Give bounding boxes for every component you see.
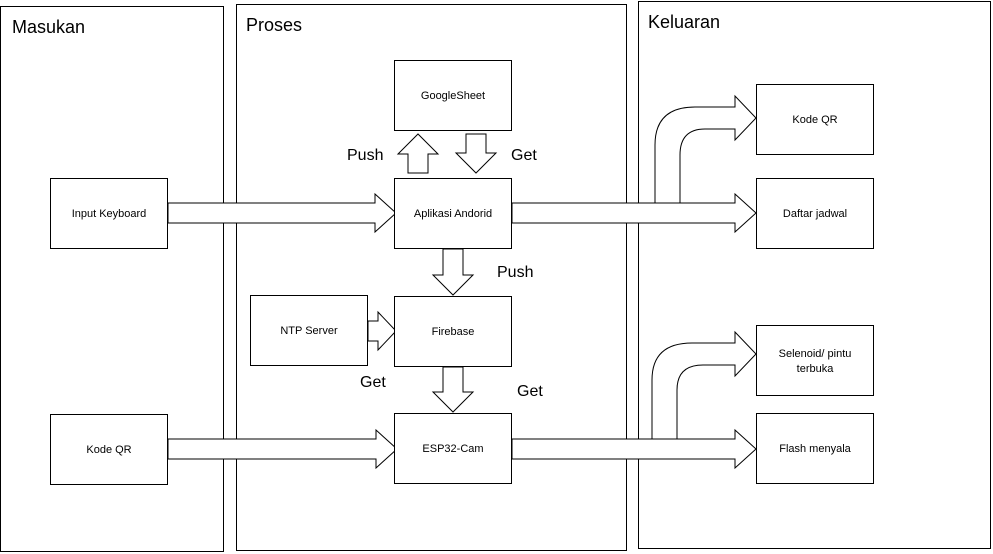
label-push-to-sheet: Push: [347, 147, 383, 164]
node-selenoid-label-line1: Selenoid/ pintu: [779, 348, 852, 360]
arrow-app-to-daftar: [511, 192, 757, 234]
node-googlesheet-label: GoogleSheet: [421, 90, 485, 102]
panel-process-title: Proses: [246, 15, 302, 35]
node-ntp-server-label: NTP Server: [280, 325, 338, 337]
node-daftar-jadwal: Daftar jadwal: [756, 178, 874, 249]
label-get-esp: Get: [517, 383, 543, 400]
arrow-get-down-to-esp: [431, 366, 475, 413]
node-aplikasi-android: Aplikasi Andorid: [394, 178, 512, 249]
panel-input-title: Masukan: [12, 17, 85, 37]
node-esp32-cam-label: ESP32-Cam: [422, 443, 483, 455]
node-daftar-jadwal-label: Daftar jadwal: [783, 208, 847, 220]
node-esp32-cam: ESP32-Cam: [394, 413, 512, 484]
label-get-from-sheet: Get: [511, 147, 537, 164]
node-kode-qr-input: Kode QR: [50, 414, 168, 485]
arrow-get-down-from-sheet: [454, 133, 498, 174]
node-flash-menyala: Flash menyala: [756, 413, 874, 484]
arrow-push-up-to-sheet: [396, 133, 440, 174]
node-kode-qr-output: Kode QR: [756, 84, 874, 155]
node-input-keyboard: Input Keyboard: [50, 178, 168, 249]
arrow-qr-to-esp: [167, 428, 398, 470]
label-get-ntp: Get: [360, 374, 386, 391]
node-aplikasi-android-label: Aplikasi Andorid: [414, 208, 492, 220]
node-flash-menyala-label: Flash menyala: [779, 443, 851, 455]
arrow-push-down-to-firebase: [431, 248, 475, 296]
node-kode-qr-output-label: Kode QR: [792, 114, 837, 126]
node-input-keyboard-label: Input Keyboard: [72, 208, 147, 220]
arrow-esp-to-flash: [511, 428, 757, 470]
node-selenoid-label-line2: terbuka: [797, 363, 835, 375]
node-ntp-server: NTP Server: [250, 295, 368, 366]
node-kode-qr-input-label: Kode QR: [86, 444, 131, 456]
panel-output-title: Keluaran: [648, 12, 720, 32]
node-selenoid: Selenoid/ pintu terbuka: [756, 325, 874, 396]
node-googlesheet: GoogleSheet: [394, 60, 512, 131]
label-push-to-firebase: Push: [497, 264, 533, 281]
arrow-keyboard-to-app: [167, 192, 397, 234]
node-firebase-label: Firebase: [432, 326, 475, 338]
arrow-ntp-to-firebase: [367, 310, 397, 352]
node-firebase: Firebase: [394, 296, 512, 367]
